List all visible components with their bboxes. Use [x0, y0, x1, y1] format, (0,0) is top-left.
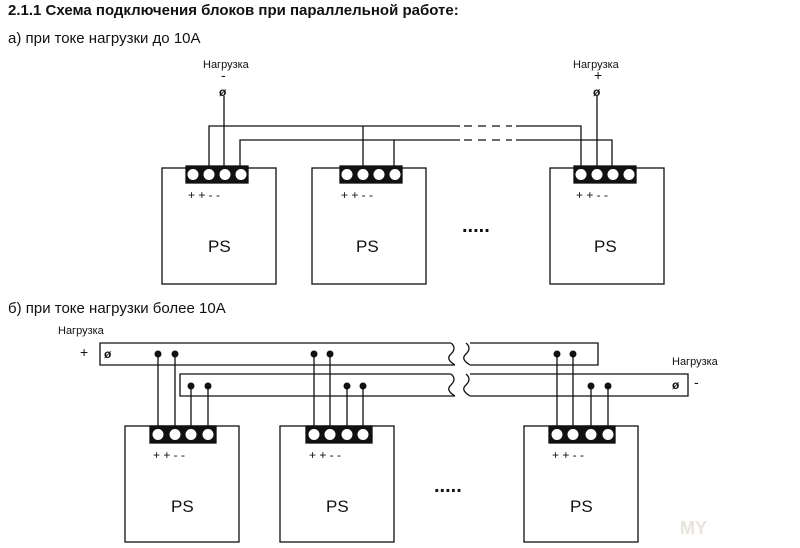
bus-dots [154, 350, 612, 390]
watermark-logo: MY [680, 518, 707, 538]
page-heading: 2.1.1 Схема подключения блоков при парал… [8, 2, 459, 19]
load-sign-b-left: + [80, 344, 88, 360]
wires-a [208, 96, 613, 172]
ps-unit-a1: + + - - PS [161, 165, 277, 285]
ps-b2-signs: + + - - [309, 448, 341, 462]
ps-a1-label: PS [208, 237, 231, 256]
ellipsis-a: ..... [462, 215, 490, 237]
ps-a2-label: PS [356, 237, 379, 256]
ps-a2-signs: + + - - [341, 188, 373, 202]
ellipsis-b: ..... [434, 475, 462, 497]
ps-a3-signs: + + - - [576, 188, 608, 202]
load-terminal-a-left: ø [219, 85, 227, 99]
load-sign-a-right: + [594, 67, 602, 83]
ps-a3-label: PS [594, 237, 617, 256]
load-label-b-left: Нагрузка [58, 325, 105, 337]
wires-b [157, 354, 609, 428]
ps-b1-signs: + + - - [153, 448, 185, 462]
ps-b3-signs: + + - - [552, 448, 584, 462]
ps-unit-a2: + + - - PS [311, 165, 427, 285]
load-terminal-a-right: ø [593, 85, 601, 99]
bus-bar-plus: ø [99, 342, 599, 366]
ps-b1-label: PS [171, 497, 194, 516]
ps-b3-label: PS [570, 497, 593, 516]
ps-unit-b1: + + - - PS [124, 425, 240, 543]
ps-b2-label: PS [326, 497, 349, 516]
section-b-diagram: Нагрузка + Нагрузка - ø ø [58, 325, 719, 543]
ps-a1-signs: + + - - [188, 188, 220, 202]
load-terminal-b-left: ø [104, 347, 112, 361]
ps-unit-b2: + + - - PS [279, 425, 395, 543]
section-b-title: б) при токе нагрузки более 10А [8, 300, 226, 317]
load-label-a-left: Нагрузка [203, 59, 250, 71]
load-sign-a-left: - [221, 67, 226, 83]
section-a-diagram: Нагрузка - ø Нагрузка + ø [161, 59, 665, 285]
section-a-title: а) при токе нагрузки до 10А [8, 30, 201, 47]
ps-unit-b3: + + - - PS [523, 425, 639, 543]
load-terminal-b-right: ø [672, 378, 680, 392]
load-label-b-right: Нагрузка [672, 356, 719, 368]
load-sign-b-right: - [694, 374, 699, 390]
ps-unit-a3: + + - - PS [549, 165, 665, 285]
load-label-a-right: Нагрузка [573, 59, 620, 71]
bus-bar-minus: ø [179, 373, 689, 397]
